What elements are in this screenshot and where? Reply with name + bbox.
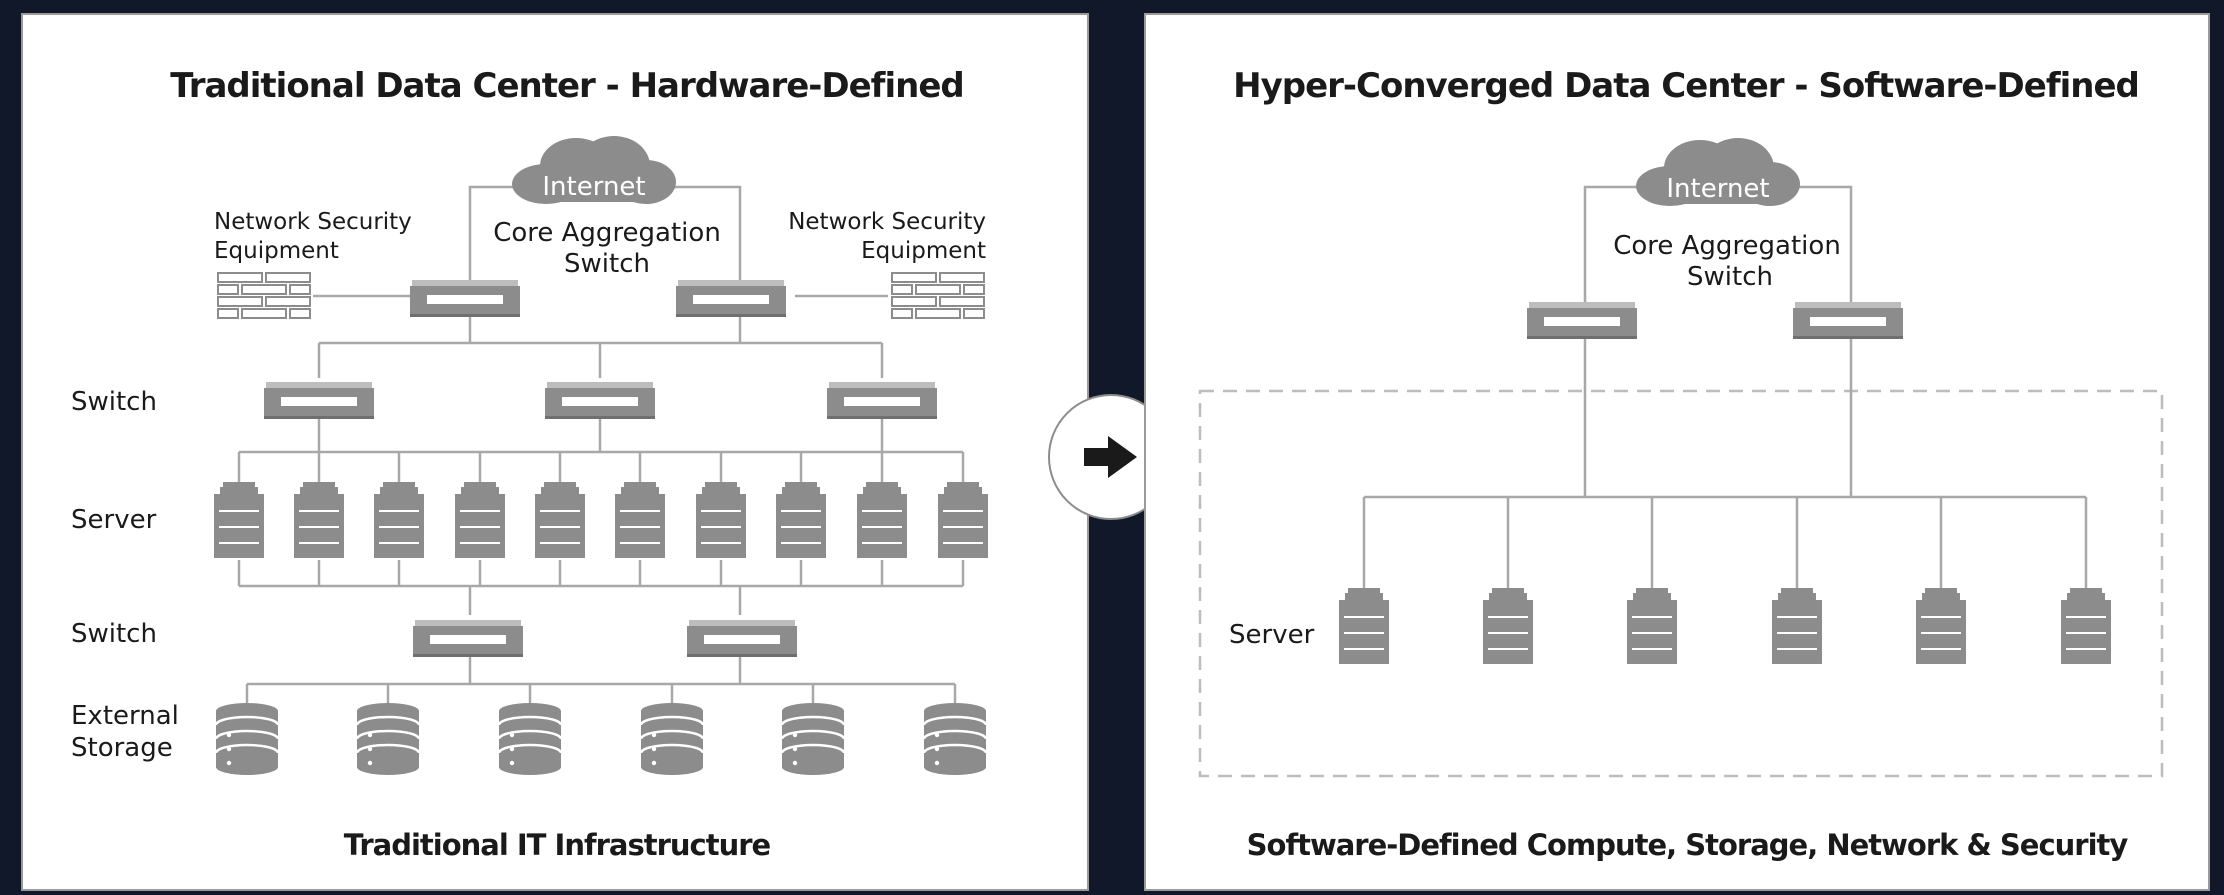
storage-icon	[922, 701, 988, 777]
core-switch-icon	[1793, 302, 1903, 339]
storage-icon	[639, 701, 705, 777]
core-aggregation-label: Core Aggregation	[1613, 231, 1841, 261]
firewall-icon-right	[889, 270, 987, 322]
storage-icon	[214, 701, 280, 777]
switch-icon	[264, 382, 374, 419]
server-icon	[938, 482, 988, 558]
row-label-switch-lower: Switch	[71, 619, 157, 649]
row-label-switch: Switch	[71, 387, 157, 417]
row-label-server: Server	[1229, 620, 1315, 650]
core-switch-icon	[1527, 302, 1637, 339]
right-panel-title: Hyper-Converged Data Center - Software-D…	[1233, 66, 2139, 106]
row-label-storage: Storage	[71, 733, 173, 763]
core-switch-icon	[676, 280, 786, 317]
internet-label: Internet	[542, 172, 645, 202]
network-security-label-left: Network Security	[214, 209, 412, 235]
hyper-converged-cluster-box	[1198, 389, 2164, 778]
core-switch-icon	[410, 280, 520, 317]
left-connectors	[237, 185, 965, 706]
right-panel-footer: Software-Defined Compute, Storage, Netwo…	[1247, 828, 2129, 862]
server-icon	[1483, 588, 1533, 664]
server-icon	[294, 482, 344, 558]
server-icon	[455, 482, 505, 558]
row-label-server: Server	[71, 505, 157, 535]
network-security-label-left-equipment: Equipment	[214, 238, 339, 264]
server-icon	[374, 482, 424, 558]
right-connectors	[1362, 185, 2088, 588]
network-security-label-right: Network Security	[788, 209, 986, 235]
left-panel-footer: Traditional IT Infrastructure	[344, 828, 771, 862]
switch-icon	[687, 620, 797, 657]
server-icon	[615, 482, 665, 558]
network-security-label-right-equipment: Equipment	[861, 238, 986, 264]
core-aggregation-label-switch: Switch	[564, 249, 650, 279]
server-icon	[1772, 588, 1822, 664]
switch-icon	[545, 382, 655, 419]
server-icon	[214, 482, 264, 558]
internet-label: Internet	[1666, 174, 1769, 204]
server-icon	[1916, 588, 1966, 664]
firewall-icon-left	[215, 270, 313, 322]
storage-icon	[780, 701, 846, 777]
server-icon	[776, 482, 826, 558]
server-icon	[1627, 588, 1677, 664]
core-aggregation-label: Core Aggregation	[493, 218, 721, 248]
left-panel: Traditional Data Center - Hardware-Defin…	[21, 13, 1089, 891]
storage-icon	[497, 701, 563, 777]
server-icon	[2061, 588, 2111, 664]
right-arrow-icon	[1048, 394, 1174, 520]
switch-icon	[413, 620, 523, 657]
right-panel: Hyper-Converged Data Center - Software-D…	[1144, 13, 2210, 891]
server-icon	[696, 482, 746, 558]
left-panel-title: Traditional Data Center - Hardware-Defin…	[170, 66, 963, 106]
server-icon	[535, 482, 585, 558]
core-aggregation-label-switch: Switch	[1687, 262, 1773, 292]
switch-icon	[827, 382, 937, 419]
storage-icon	[355, 701, 421, 777]
row-label-external: External	[71, 701, 179, 731]
server-icon	[857, 482, 907, 558]
server-icon	[1339, 588, 1389, 664]
